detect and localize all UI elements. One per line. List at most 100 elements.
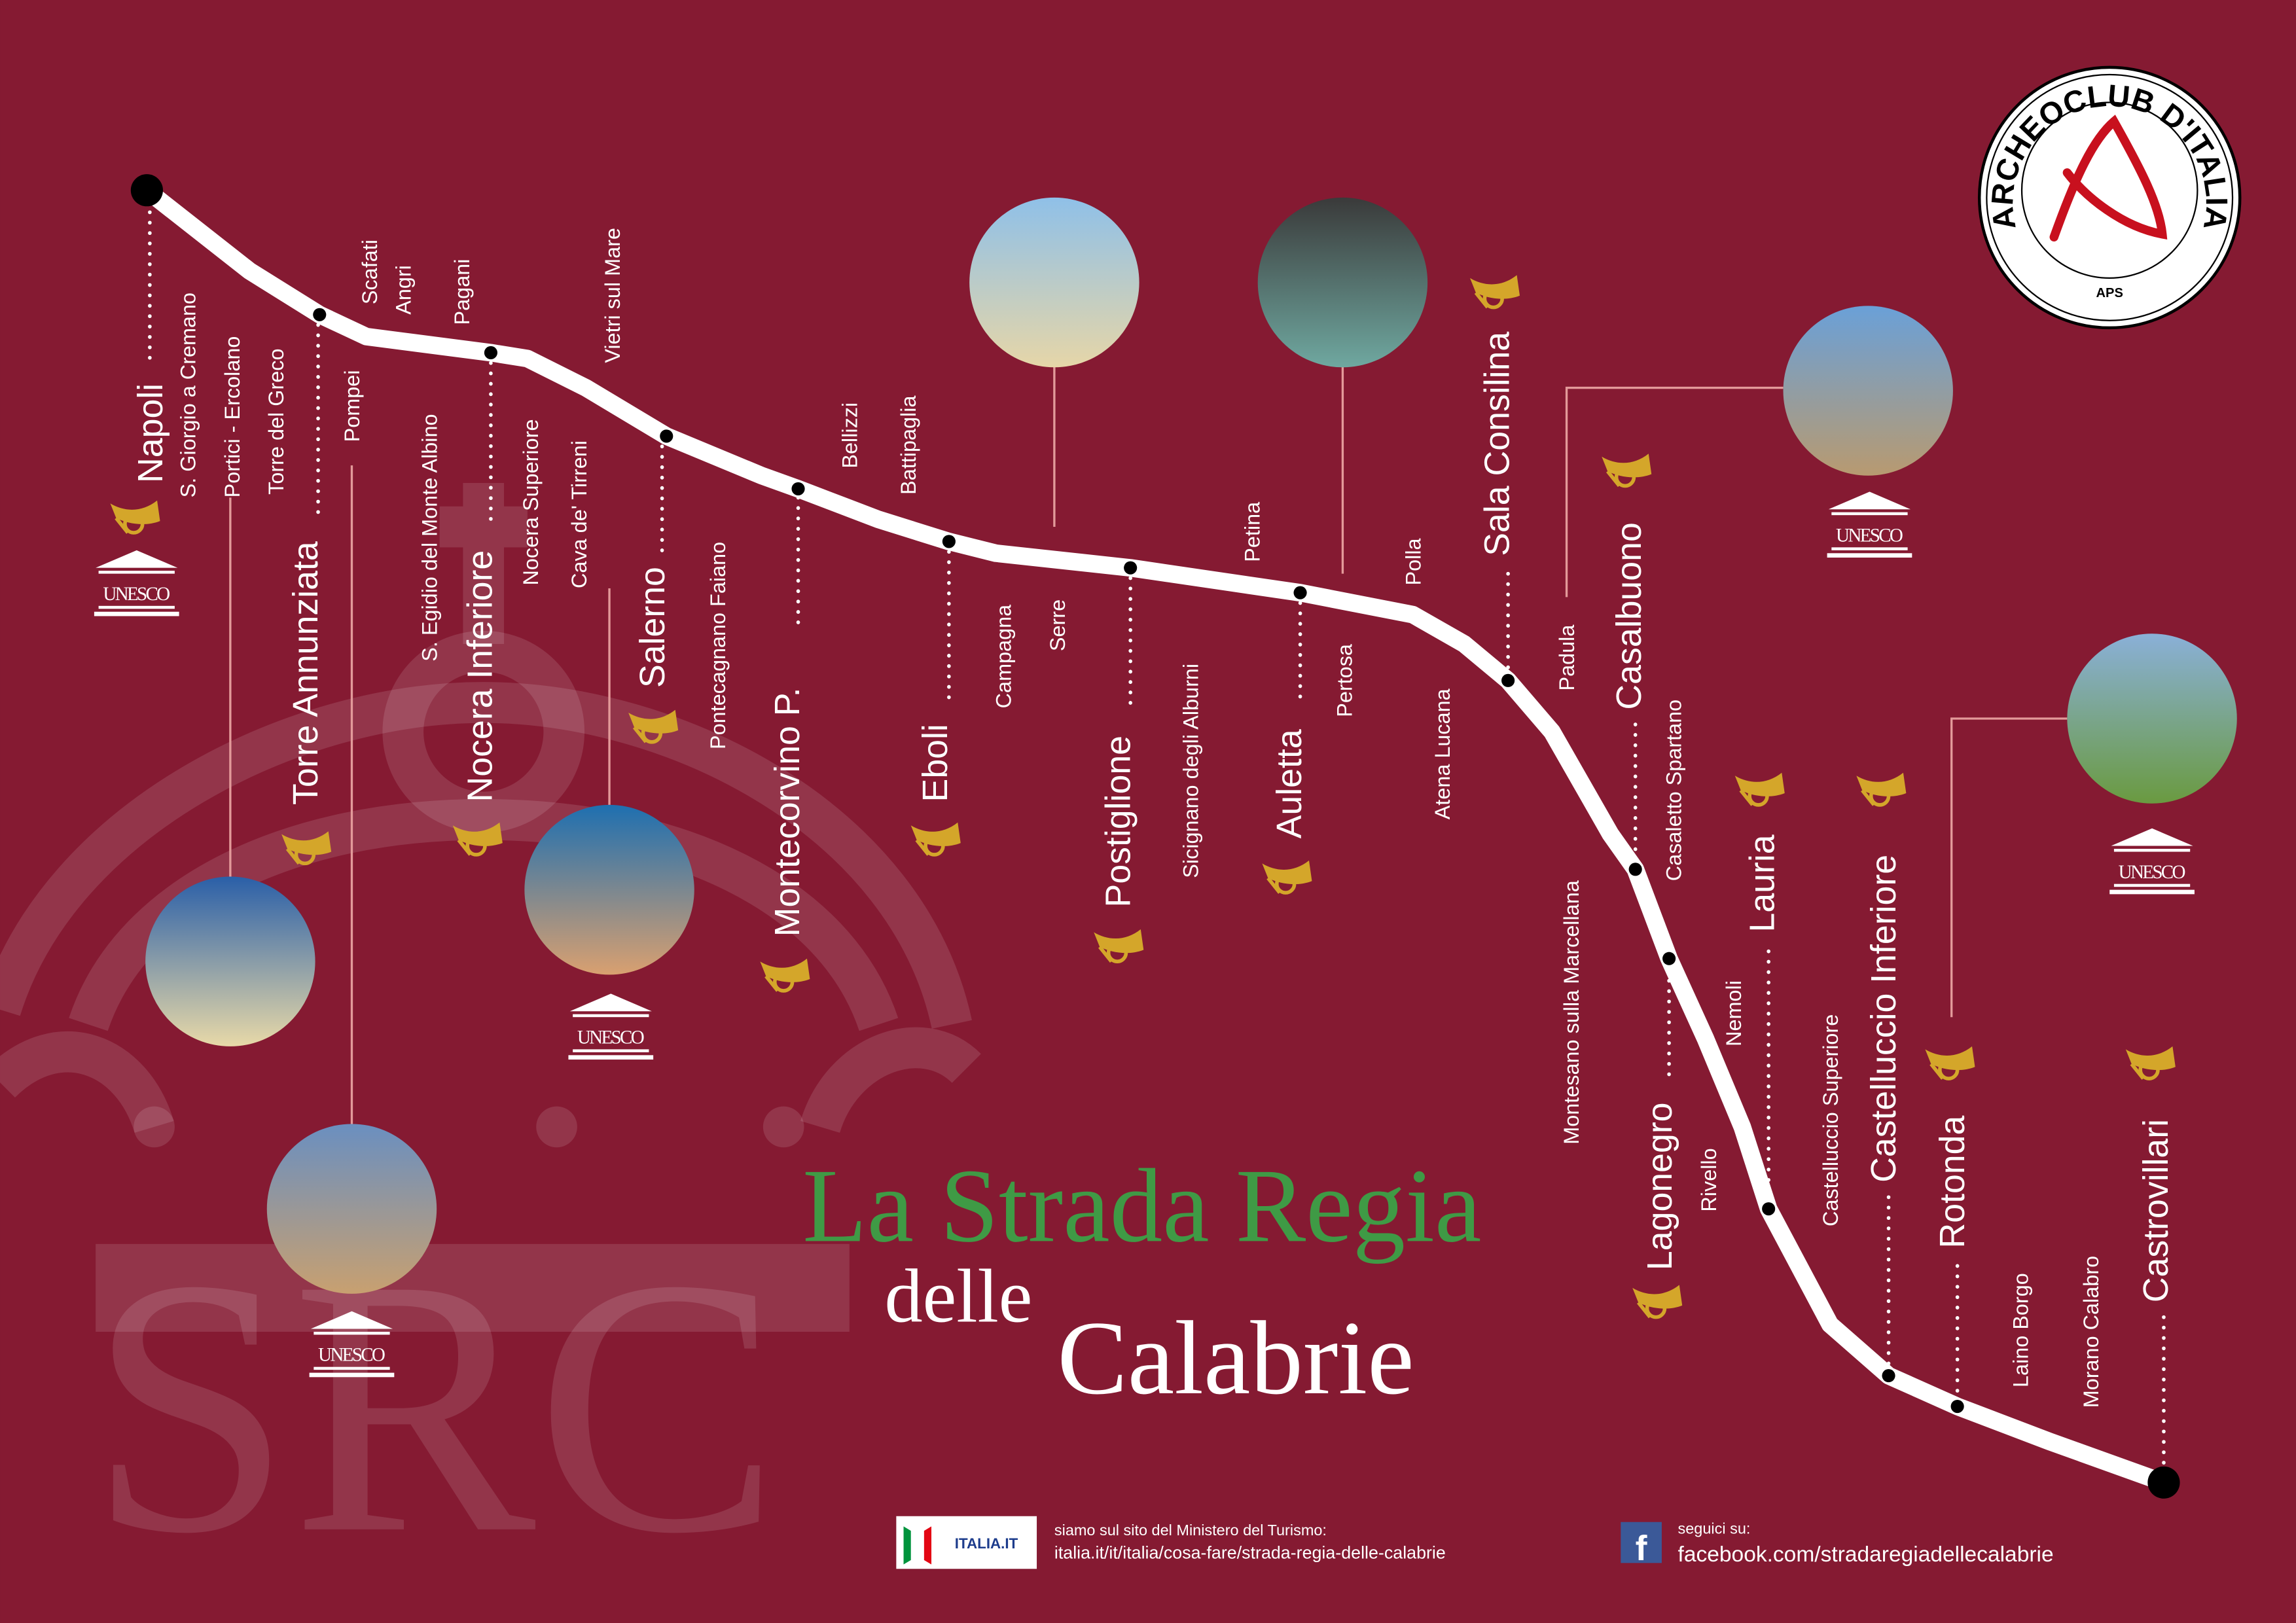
stop-label-eboli: Eboli: [916, 724, 955, 802]
photo-connectors: [229, 366, 2068, 1124]
photo-connector-line: [1565, 386, 1784, 597]
site-photo: [524, 804, 694, 975]
stop-label-portici-ercolano: Portici - Ercolano: [221, 336, 244, 498]
route-stop-dot: [1293, 586, 1307, 599]
stop-label-sicignano-degli-alburni: Sicignano degli Alburni: [1179, 664, 1203, 878]
title-line-1: La Strada Regia: [802, 1147, 1481, 1264]
post-horn-icon: [628, 709, 679, 744]
stop-label-nocera-inferiore: Nocera Inferiore: [460, 550, 499, 802]
svg-text:UNESCO: UNESCO: [577, 1027, 645, 1048]
stop-label-pertosa: Pertosa: [1333, 643, 1356, 717]
ministry-url-link[interactable]: italia.it/it/italia/cosa-fare/strada-reg…: [1054, 1543, 1446, 1563]
svg-text:UNESCO: UNESCO: [103, 584, 170, 605]
dotted-leaders: [148, 210, 2166, 1466]
stop-label-rotonda: Rotonda: [1933, 1115, 1972, 1248]
stop-label-campagna: Campagna: [992, 604, 1015, 709]
post-horn-icon: [1602, 454, 1652, 488]
svg-text:UNESCO: UNESCO: [318, 1345, 386, 1366]
unesco-icon: UNESCO: [1827, 491, 1912, 558]
site-photo: [2067, 633, 2237, 804]
stop-label-sala-consilina: Sala Consilina: [1478, 332, 1517, 556]
route-stop-dot: [1124, 561, 1138, 575]
stop-label-pontecagnano-faiano: Pontecagnano Faiano: [706, 542, 730, 749]
stop-label-salerno: Salerno: [633, 567, 672, 688]
facebook-icon[interactable]: f: [1621, 1522, 1662, 1568]
route-stop-dot: [660, 429, 673, 443]
stop-label-cava-de-tirreni: Cava de' Tirreni: [567, 440, 591, 588]
post-horn-icon: [1734, 772, 1785, 807]
stop-label-casalbuono: Casalbuono: [1609, 522, 1649, 709]
unesco-icon: UNESCO: [309, 1311, 395, 1378]
stop-label-lauria: Lauria: [1742, 834, 1782, 932]
stop-label-battipaglia: Battipaglia: [897, 395, 920, 495]
stop-label-serre: Serre: [1046, 599, 1069, 651]
post-horn-icon: [2125, 1046, 2176, 1080]
stop-label-angri: Angri: [391, 265, 415, 315]
stop-label-castelluccio-inferiore: Castelluccio Inferiore: [1864, 855, 1903, 1183]
post-horn-icon: [452, 822, 503, 857]
route-stop-dot: [1501, 673, 1515, 687]
route: [130, 174, 2180, 1499]
route-start-dot: [130, 174, 164, 207]
route-stop-dot: [313, 308, 327, 321]
stop-label-s-giorgio-a-cremano: S. Giorgio a Cremano: [177, 293, 200, 497]
photos: [145, 197, 2237, 1294]
follow-label: seguici su:: [1678, 1520, 1751, 1537]
site-photo: [1257, 197, 1428, 368]
stop-label-scafati: Scafati: [358, 240, 382, 304]
stop-label-torre-del-greco: Torre del Greco: [264, 349, 288, 495]
site-photo: [1783, 306, 1953, 476]
stop-label-pagani: Pagani: [450, 259, 474, 325]
logo-subtitle: APS: [2096, 286, 2123, 300]
site-photo: [266, 1124, 437, 1294]
route-stop-dot: [942, 535, 956, 548]
stop-label-laino-borgo: Laino Borgo: [2009, 1273, 2032, 1387]
svg-text:f: f: [1636, 1529, 1647, 1568]
stop-label-s-egidio-del-monte-albino: S. Egidio del Monte Albino: [418, 414, 442, 661]
italia-logo[interactable]: ITALIA.IT: [896, 1516, 1037, 1569]
ministry-line: siamo sul sito del Ministero del Turismo…: [1054, 1522, 1327, 1539]
route-stop-dot: [1950, 1399, 1964, 1414]
stop-label-morano-calabro: Morano Calabro: [2079, 1256, 2103, 1408]
stop-label-polla: Polla: [1401, 537, 1425, 585]
stop-label-vietri-sul-mare: Vietri sul Mare: [601, 228, 624, 363]
post-horn-icon: [281, 831, 332, 866]
post-horn-icon: [910, 822, 961, 857]
watermark-src: SRC: [88, 1204, 780, 1609]
svg-text:UNESCO: UNESCO: [1836, 525, 1903, 546]
stop-label-postiglione: Postiglione: [1098, 736, 1138, 908]
title-line-3: Calabrie: [1057, 1300, 1414, 1416]
unesco-icons: UNESCO UNESCO UNESCO UNESCO UNESCO: [94, 491, 2195, 1378]
route-end-dot: [2147, 1466, 2180, 1499]
stop-label-petina: Petina: [1240, 501, 1264, 562]
stop-label-nocera-superiore: Nocera Superiore: [519, 419, 543, 586]
stop-label-bellizzi: Bellizzi: [838, 402, 861, 469]
post-horn-icon: [1094, 929, 1144, 964]
route-stop-dot: [1628, 863, 1642, 876]
archeoclub-logo: ARCHEOCLUB D'ITALIA APS: [1977, 65, 2242, 330]
facebook-url-link[interactable]: facebook.com/stradaregiadellecalabrie: [1678, 1543, 2054, 1567]
stop-label-pompei: Pompei: [340, 370, 364, 442]
horn-icons: [110, 275, 2176, 1319]
stop-label-nemoli: Nemoli: [1722, 980, 1746, 1046]
stop-label-atena-lucana: Atena Lucana: [1431, 688, 1454, 819]
stop-label-rivello: Rivello: [1697, 1148, 1721, 1211]
post-horn-icon: [1469, 275, 1520, 310]
route-stop-dot: [484, 346, 497, 359]
post-horn-icon: [760, 958, 810, 993]
unesco-icon: UNESCO: [2109, 828, 2195, 895]
stop-label-casaletto-spartano: Casaletto Spartano: [1662, 700, 1685, 881]
unesco-icon: UNESCO: [568, 993, 654, 1060]
route-stop-dot: [791, 482, 805, 495]
stop-label-padula: Padula: [1555, 624, 1579, 691]
stop-label-lagonegro: Lagonegro: [1640, 1102, 1679, 1270]
watermark-dots: [96, 1106, 850, 1332]
photo-connector-line: [1950, 717, 2068, 1018]
title-line-2: delle: [884, 1254, 1032, 1338]
site-photo: [145, 876, 315, 1046]
stop-label-castrovillari: Castrovillari: [2136, 1119, 2176, 1302]
stop-label-castelluccio-superiore: Castelluccio Superiore: [1819, 1014, 1842, 1226]
